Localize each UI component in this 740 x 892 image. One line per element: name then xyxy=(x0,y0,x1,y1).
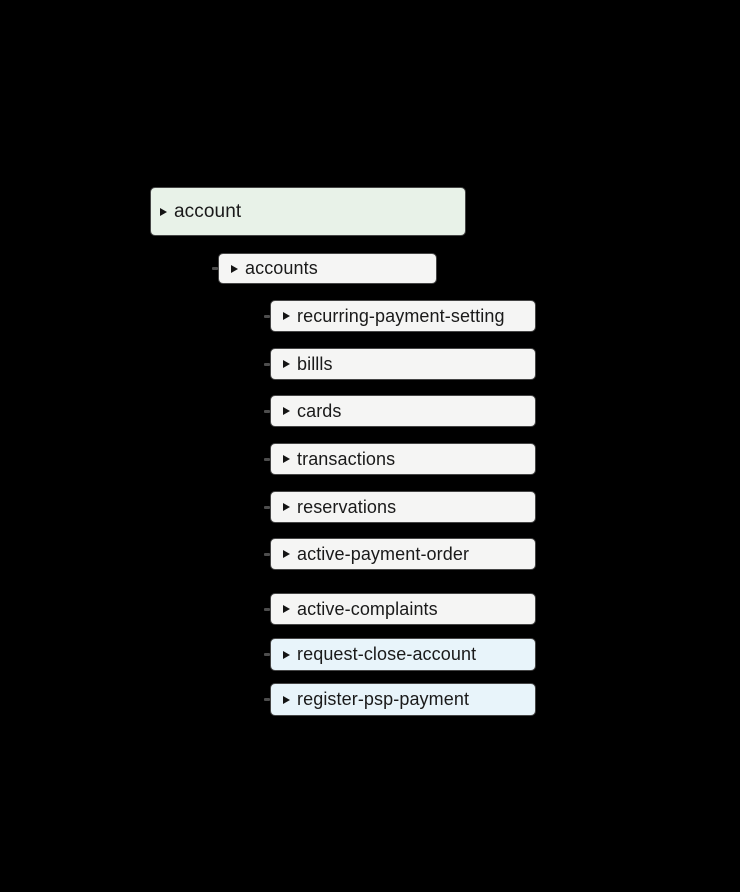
node-label: active-payment-order xyxy=(297,543,470,564)
node-accounts[interactable]: accounts xyxy=(212,253,437,284)
node-active-payment-order[interactable]: active-payment-order xyxy=(264,538,536,570)
expand-arrow-icon[interactable] xyxy=(283,455,290,463)
node-register-psp-payment[interactable]: register-psp-payment xyxy=(264,683,536,716)
node-label: transactions xyxy=(297,448,396,469)
expand-arrow-icon[interactable] xyxy=(283,503,290,511)
connector-stub xyxy=(212,267,218,270)
node-label: cards xyxy=(297,400,342,421)
expand-arrow-icon[interactable] xyxy=(231,264,238,273)
node-label: recurring-payment-setting xyxy=(297,305,505,326)
expand-arrow-icon[interactable] xyxy=(283,695,290,704)
node-billls[interactable]: billls xyxy=(264,348,536,380)
node-label: billls xyxy=(297,353,333,374)
connector-stub xyxy=(264,607,270,611)
node-transactions[interactable]: transactions xyxy=(264,443,536,475)
connector-stub xyxy=(264,409,270,413)
node-recurring-payment-setting[interactable]: recurring-payment-setting xyxy=(264,300,536,332)
expand-arrow-icon[interactable] xyxy=(283,312,290,320)
connector-stub xyxy=(264,552,270,556)
expand-arrow-icon[interactable] xyxy=(160,207,167,216)
node-reservations[interactable]: reservations xyxy=(264,491,536,523)
connector-stub xyxy=(264,362,270,366)
connector-stub xyxy=(264,314,270,318)
node-active-complaints[interactable]: active-complaints xyxy=(264,593,536,625)
node-label: accounts xyxy=(245,258,318,278)
node-label: register-psp-payment xyxy=(297,689,470,709)
expand-arrow-icon[interactable] xyxy=(283,360,290,368)
node-label: reservations xyxy=(297,496,397,517)
connector-stub xyxy=(264,653,270,656)
connector-stub xyxy=(264,457,270,461)
node-account[interactable]: account xyxy=(150,187,466,236)
node-label: active-complaints xyxy=(297,598,438,619)
expand-arrow-icon[interactable] xyxy=(283,605,290,613)
node-request-close-account[interactable]: request-close-account xyxy=(264,638,536,671)
node-cards[interactable]: cards xyxy=(264,395,536,427)
node-label: account xyxy=(174,200,242,222)
node-label: request-close-account xyxy=(297,644,477,664)
expand-arrow-icon[interactable] xyxy=(283,407,290,415)
expand-arrow-icon[interactable] xyxy=(283,550,290,558)
connector-stub xyxy=(264,505,270,509)
expand-arrow-icon[interactable] xyxy=(283,650,290,659)
connector-stub xyxy=(264,698,270,701)
